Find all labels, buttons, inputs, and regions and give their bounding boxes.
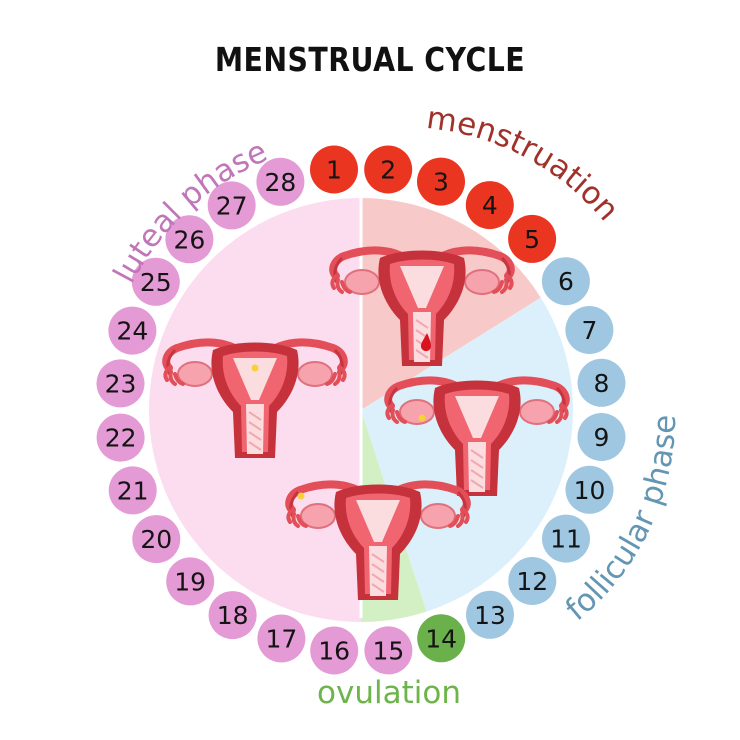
uterus-follicular-icon	[387, 380, 566, 496]
day-number: 3	[433, 168, 449, 197]
day-25: 25	[131, 257, 180, 306]
day-6: 6	[541, 257, 590, 306]
day-circle	[96, 359, 145, 408]
uterus-ovulation-icon	[288, 484, 467, 600]
day-number: 22	[105, 424, 137, 453]
day-circle	[165, 215, 214, 264]
day-circle	[508, 557, 557, 605]
uterus-luteal-icon	[165, 342, 344, 458]
day-number: 27	[216, 191, 248, 220]
day-12: 12	[508, 557, 557, 605]
day-circle	[577, 413, 626, 461]
day-number: 21	[117, 476, 149, 505]
day-circle	[132, 515, 181, 564]
day-number: 26	[173, 225, 205, 254]
day-2: 2	[364, 145, 413, 194]
day-22: 22	[96, 413, 145, 462]
day-circle	[166, 557, 215, 606]
day-circle	[208, 591, 257, 640]
day-17: 17	[257, 614, 306, 663]
day-circle	[310, 626, 359, 675]
day-number: 17	[265, 625, 297, 654]
day-circle	[508, 214, 557, 263]
day-circle	[256, 157, 305, 206]
day-number: 4	[482, 191, 498, 220]
day-number: 14	[425, 624, 457, 653]
day-number: 18	[217, 601, 249, 630]
day-26: 26	[165, 215, 214, 264]
day-13: 13	[466, 590, 514, 639]
day-21: 21	[108, 466, 157, 515]
day-circle	[257, 614, 306, 663]
day-circle	[541, 257, 590, 306]
day-number: 28	[264, 168, 296, 197]
day-circle	[364, 626, 413, 675]
day-circle	[108, 466, 157, 515]
day-number: 25	[140, 268, 172, 297]
day-circle	[131, 257, 180, 306]
day-circle	[417, 157, 465, 206]
uterus-menstruation-icon	[332, 250, 511, 366]
day-circle	[577, 358, 626, 407]
day-4: 4	[465, 181, 514, 230]
day-circle	[542, 514, 590, 563]
page-title: MENSTRUAL CYCLE	[214, 40, 526, 79]
day-number: 7	[581, 316, 597, 345]
day-20: 20	[132, 515, 181, 564]
day-5: 5	[508, 214, 557, 263]
day-7: 7	[565, 306, 614, 354]
day-number: 8	[594, 369, 610, 398]
day-9: 9	[577, 413, 626, 461]
day-16: 16	[310, 626, 359, 675]
day-number: 2	[380, 156, 396, 185]
day-circle	[364, 145, 413, 194]
day-number: 19	[174, 567, 206, 596]
day-circle	[417, 614, 466, 663]
day-circle	[108, 306, 157, 355]
day-23: 23	[96, 359, 145, 408]
day-number: 11	[550, 525, 582, 554]
day-number: 20	[140, 525, 172, 554]
day-circle	[96, 413, 145, 462]
day-circle	[565, 465, 614, 514]
day-18: 18	[208, 591, 257, 640]
day-11: 11	[542, 514, 590, 563]
day-number: 5	[524, 225, 540, 254]
day-number: 23	[105, 369, 137, 398]
day-10: 10	[565, 465, 614, 514]
day-14: 14	[417, 614, 466, 663]
day-number: 1	[326, 156, 342, 185]
day-circle	[565, 306, 614, 354]
day-circle	[466, 590, 514, 639]
day-number: 6	[558, 267, 574, 296]
day-number: 15	[372, 636, 404, 665]
day-number: 16	[318, 637, 350, 666]
day-19: 19	[166, 557, 215, 606]
phase-label-ovulation: ovulation	[317, 675, 461, 711]
day-number: 13	[474, 601, 506, 630]
day-15: 15	[364, 626, 413, 675]
day-number: 24	[116, 317, 148, 346]
day-28: 28	[256, 157, 305, 206]
day-27: 27	[207, 181, 256, 230]
day-number: 9	[594, 423, 610, 452]
day-circle	[465, 181, 514, 230]
day-24: 24	[108, 306, 157, 355]
day-number: 10	[574, 476, 606, 505]
day-8: 8	[577, 358, 626, 407]
day-circle	[207, 181, 256, 230]
day-number: 12	[516, 567, 548, 596]
day-3: 3	[417, 157, 465, 206]
day-circle	[310, 145, 358, 194]
day-1: 1	[310, 145, 358, 194]
